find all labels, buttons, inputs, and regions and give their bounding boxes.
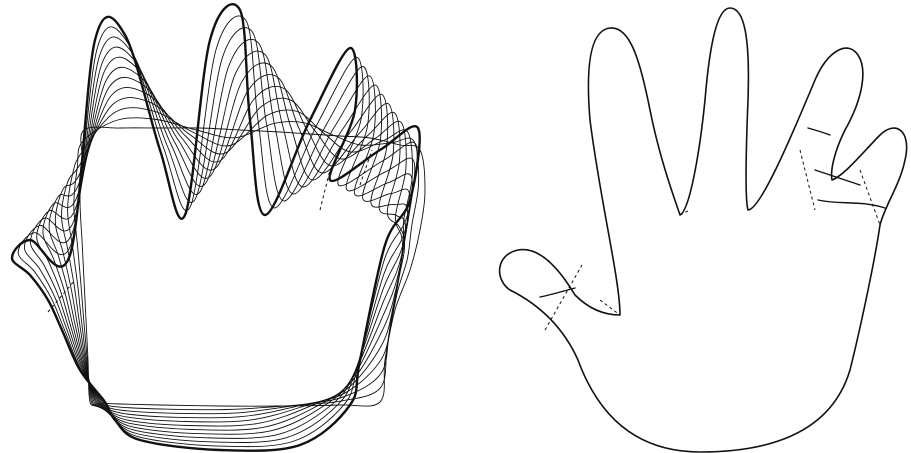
morph-contour-4	[62, 98, 407, 418]
left-cut-dashed-1	[48, 280, 75, 312]
right-panel-hand-outline	[500, 8, 907, 452]
morph-contour-2	[74, 118, 419, 410]
left-panel-morph-sequence	[12, 4, 425, 451]
ring-joint-1	[808, 128, 830, 135]
left-cut-dashed-2	[320, 170, 330, 210]
hand-outline	[500, 8, 907, 452]
middle-base-cut	[680, 210, 690, 215]
ring-joint-2	[815, 170, 860, 185]
ring-cut-dashed	[800, 150, 815, 210]
morph-contour-1	[80, 127, 425, 406]
thumb-joint-arc	[540, 288, 575, 297]
pinky-joint	[818, 200, 885, 208]
morph-contour-3	[68, 108, 413, 414]
pinky-cut-dashed	[860, 170, 880, 225]
left-cut-dashed-3	[360, 150, 372, 185]
